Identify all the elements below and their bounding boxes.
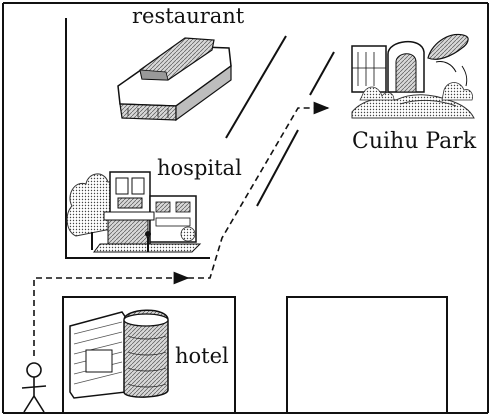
- restaurant-building-icon: [117, 37, 232, 122]
- empty-block: [286, 296, 448, 414]
- hotel-building-icon: [69, 309, 169, 399]
- hotel-block: [62, 296, 236, 414]
- upper-left-block: [65, 18, 210, 259]
- stick-figure-person-icon: [21, 362, 47, 413]
- diagonal-road: [225, 35, 335, 207]
- hotel-label: hotel: [175, 344, 229, 368]
- park-label: Cuihu Park: [352, 129, 477, 154]
- dashed-arrow-route: [33, 101, 330, 356]
- hospital-label: hospital: [157, 156, 242, 180]
- park-scene-icon: [351, 33, 475, 119]
- hospital-building-icon: [66, 171, 202, 253]
- restaurant-label: restaurant: [132, 4, 245, 28]
